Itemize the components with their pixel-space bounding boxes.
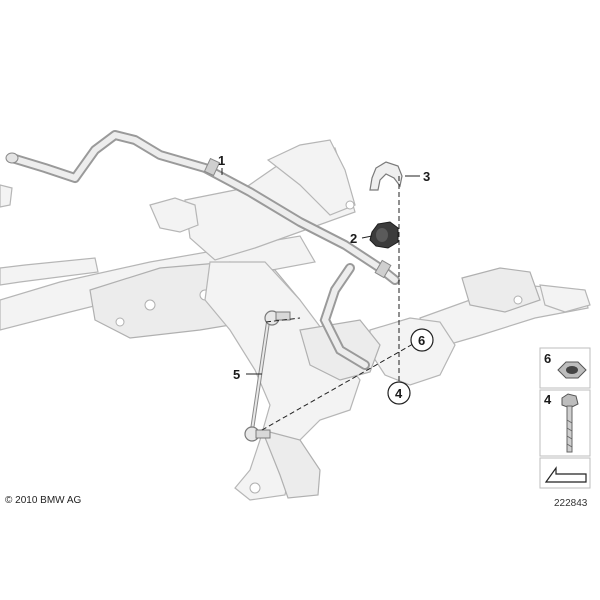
leader-lines [221,168,421,431]
legend-hex-nut: 6 [539,347,591,389]
legend-label-4: 4 [544,392,552,407]
legend-label-6: 6 [544,351,551,366]
callout-6: 6 [418,333,425,348]
callout-4-circle: 4 [387,381,411,405]
callout-6-circle: 6 [410,328,434,352]
copyright-notice: © 2010 BMW AG [5,495,82,506]
front-axle-subframe [0,139,591,501]
rubber-mounting [369,221,399,249]
callout-2: 2 [350,231,357,246]
stabilizer-bar [5,130,400,370]
callout-1: 1 [218,153,225,168]
legend-bolt: 4 [539,389,591,457]
stabilizer-bracket [369,161,403,191]
callout-3: 3 [423,169,430,184]
document-number: 222843 [554,498,588,509]
stabilizer-link [244,310,291,442]
callout-5: 5 [233,367,240,382]
legend-arrow-box [539,457,591,489]
callout-4: 4 [395,386,403,401]
